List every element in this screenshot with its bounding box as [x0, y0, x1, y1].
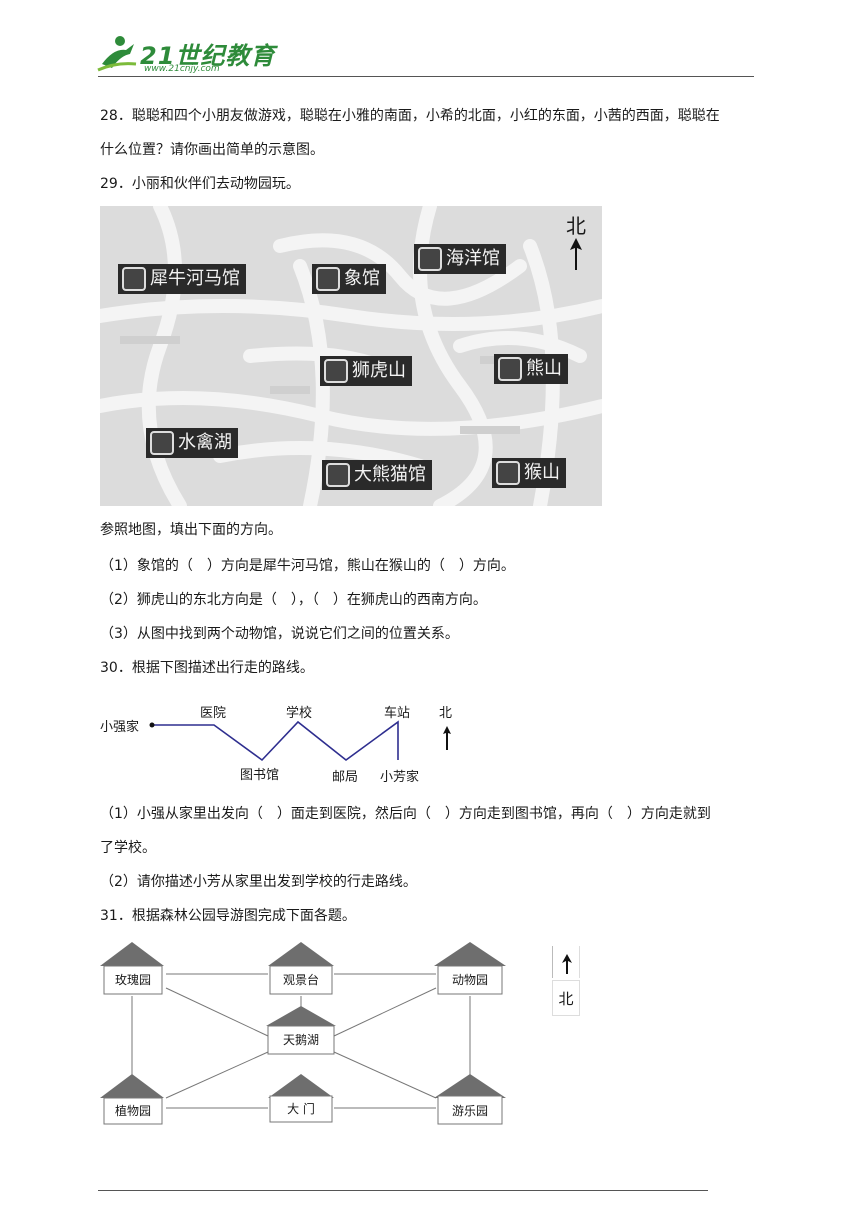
park-place-swan-lake: 天鹅湖	[282, 1033, 319, 1047]
park-place-zoo: 动物园	[451, 973, 488, 987]
elephant-icon	[316, 267, 340, 291]
q29-instruction: 参照地图，填出下面的方向。	[100, 522, 282, 538]
q30-sub2: （2）请你描述小芳从家里出发到学校的行走路线。	[100, 874, 417, 890]
q30-sub1-line1: （1）小强从家里出发向（ ）面走到医院，然后向（ ）方向走到图书馆，再向（ ）方…	[100, 806, 711, 822]
footer-divider	[98, 1190, 708, 1191]
park-north-indicator: 北	[552, 946, 580, 1018]
route-place-hospital: 医院	[200, 706, 227, 721]
zoo-label-text: 猴山	[524, 462, 560, 483]
zoo-label-waterfowl: 水禽湖	[146, 428, 238, 458]
zoo-label-text: 犀牛河马馆	[150, 268, 240, 289]
zoo-map: 犀牛河马馆 象馆 海洋馆 狮虎山 熊山 水禽湖 大熊猫馆 猴山	[100, 206, 602, 506]
zoo-label-lion-tiger: 狮虎山	[320, 356, 412, 386]
header-divider	[98, 76, 754, 77]
route-place-library: 图书馆	[240, 768, 280, 783]
zoo-label-ocean: 海洋馆	[414, 244, 506, 274]
zoo-label-panda: 大熊猫馆	[322, 460, 432, 490]
zoo-label-elephant: 象馆	[312, 264, 386, 294]
panda-icon	[326, 463, 350, 487]
logo-icon	[96, 34, 138, 74]
route-north-arrow-icon	[440, 724, 454, 752]
park-north-label: 北	[552, 980, 580, 1016]
zoo-label-text: 海洋馆	[446, 248, 500, 269]
park-place-main-gate: 大 门	[287, 1102, 315, 1116]
park-place-amusement-park: 游乐园	[451, 1104, 488, 1118]
park-place-viewing-platform: 观景台	[282, 973, 319, 987]
zoo-label-bear: 熊山	[494, 354, 568, 384]
route-place-school: 学校	[286, 706, 313, 721]
route-diagram: 小强家 医院 学校 车站 图书馆 邮局 小芳家 北	[100, 698, 460, 788]
route-place-station: 车站	[384, 706, 411, 721]
route-place-post-office: 邮局	[332, 770, 359, 785]
monkey-icon	[496, 461, 520, 485]
zoo-north-arrow-icon	[566, 236, 586, 272]
route-place-xiaofang-home: 小芳家	[380, 770, 420, 785]
zoo-label-text: 大熊猫馆	[354, 464, 426, 485]
q28-line2: 什么位置？请你画出简单的示意图。	[100, 142, 324, 158]
park-place-rose-garden: 玫瑰园	[114, 973, 151, 987]
q28-line1: 28．聪聪和四个小朋友做游戏，聪聪在小雅的南面，小希的北面，小红的东面，小茜的西…	[100, 108, 720, 124]
park-place-botanical-garden: 植物园	[114, 1104, 151, 1118]
zoo-label-text: 象馆	[344, 268, 380, 289]
route-north-label: 北	[439, 706, 453, 721]
rhino-icon	[122, 267, 146, 291]
q30-sub1-line2: 了学校。	[100, 840, 156, 856]
zoo-label-text: 水禽湖	[178, 432, 232, 453]
lion-icon	[324, 359, 348, 383]
bear-icon	[498, 357, 522, 381]
q31-title: 31．根据森林公园导游图完成下面各题。	[100, 908, 356, 924]
logo-subtitle: www.21cnjy.com	[144, 64, 220, 74]
q30-title: 30．根据下图描述出行走的路线。	[100, 660, 314, 676]
ocean-icon	[418, 247, 442, 271]
q29-title: 29．小丽和伙伴们去动物园玩。	[100, 176, 300, 192]
park-map: 玫瑰园 观景台 动物园 天鹅湖 植物园 大 门 游乐园	[98, 940, 508, 1126]
q29-sub2: （2）狮虎山的东北方向是（ ），（ ）在狮虎山的西南方向。	[100, 592, 487, 608]
bird-icon	[150, 431, 174, 455]
park-north-arrow-icon	[562, 954, 572, 974]
route-place-xiaoqiang-home: 小强家	[100, 720, 140, 735]
zoo-label-text: 熊山	[526, 358, 562, 379]
zoo-label-text: 狮虎山	[352, 360, 406, 381]
q29-sub1: （1）象馆的（ ）方向是犀牛河马馆，熊山在猴山的（ ）方向。	[100, 558, 515, 574]
logo-title: 21世纪教育	[140, 42, 276, 70]
zoo-label-rhino-hippo: 犀牛河马馆	[118, 264, 246, 294]
q29-sub3: （3）从图中找到两个动物馆，说说它们之间的位置关系。	[100, 626, 459, 642]
zoo-label-monkey: 猴山	[492, 458, 566, 488]
park-north-arrow-box	[552, 946, 580, 978]
zoo-north-label: 北	[566, 214, 586, 238]
